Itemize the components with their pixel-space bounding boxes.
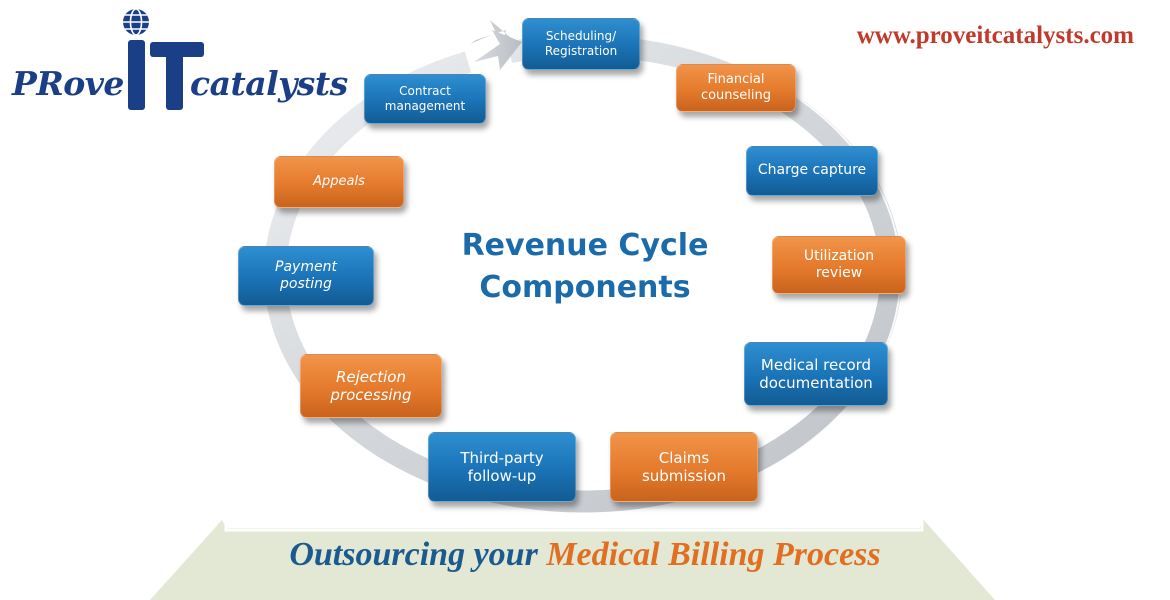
diagram-title-line2: Components — [479, 270, 691, 305]
step-charge-capture: Charge capture — [746, 146, 878, 196]
logo-prefix-text: PRove — [12, 64, 124, 103]
website-url[interactable]: www.proveitcatalysts.com — [856, 22, 1134, 49]
step-label: Scheduling/Registration — [544, 29, 618, 58]
diagram-title: Revenue Cycle Components — [435, 225, 735, 309]
logo-it-mark-icon — [123, 8, 204, 110]
step-appeals: Appeals — [274, 156, 404, 208]
step-label: Charge capture — [757, 162, 867, 179]
step-label: Appeals — [313, 174, 365, 190]
step-scheduling-registration: Scheduling/Registration — [522, 18, 640, 70]
banner-shape — [150, 518, 995, 600]
logo-suffix-text: catalysts — [190, 64, 348, 103]
diagram-title-line1: Revenue Cycle — [461, 228, 709, 263]
banner-text: Outsourcing your Medical Billing Process — [160, 536, 1010, 574]
banner-part1: Outsourcing your — [289, 536, 547, 573]
logo: PRove IT catalysts — [12, 8, 348, 120]
banner-part2: Medical Billing Process — [546, 536, 881, 573]
